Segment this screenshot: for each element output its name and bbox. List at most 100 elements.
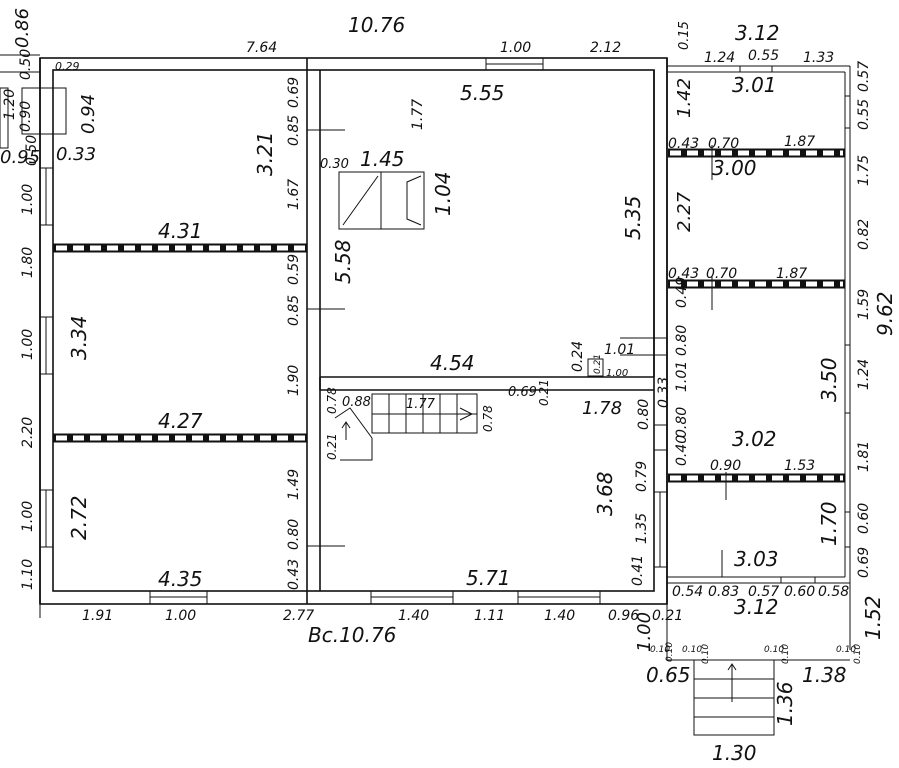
dim-label: 2.77 <box>283 608 314 624</box>
dim-label: 3.21 <box>253 131 277 176</box>
dim-label: 2.12 <box>590 40 621 56</box>
dimension-labels: 10.76 7.64 1.00 2.12 0.15 3.12 1.24 0.55… <box>0 8 897 765</box>
dimension-lines <box>0 54 851 650</box>
dim-label: 0.43 <box>668 136 699 152</box>
dim-label: 0.70 <box>708 136 739 152</box>
partitions <box>53 148 845 483</box>
dim-label: 0.10 <box>701 644 711 664</box>
dim-label: 0.80 <box>674 407 690 438</box>
dim-label: 2.27 <box>674 191 695 232</box>
dim-label: 1.91 <box>82 608 113 624</box>
dim-label: 0.60 <box>856 503 872 534</box>
dim-label: 2.72 <box>67 495 91 540</box>
dim-label: 5.35 <box>621 195 645 240</box>
dim-label: 1.40 <box>398 608 429 624</box>
dim-label: 0.41 <box>630 555 646 586</box>
dim-label: 1.90 <box>286 365 302 396</box>
dim-label: 1.87 <box>784 134 815 150</box>
dim-label: 0.43 <box>668 266 699 282</box>
dim-label: 0.10 <box>836 645 856 655</box>
dim-label: 1.00 <box>20 501 36 532</box>
dim-label: 0.70 <box>706 266 737 282</box>
dim-label: 0.95 <box>0 147 40 168</box>
dim-label: 0.90 <box>710 458 741 474</box>
dim-label: 1.01 <box>674 361 690 392</box>
dim-label: 1.70 <box>817 501 841 546</box>
dim-label: 1.80 <box>20 247 36 278</box>
dim-label: 3.00 <box>712 156 757 180</box>
dim-label: 1.11 <box>474 608 505 624</box>
dim-label: 0.55 <box>748 48 779 64</box>
dim-label: 0.69 <box>286 77 302 108</box>
dim-label: 0.24 <box>570 341 586 372</box>
dim-label: 5.71 <box>466 566 511 590</box>
dim-label: 0.54 <box>672 584 703 600</box>
stove <box>338 171 425 230</box>
dim-label: 1.00 <box>20 184 36 215</box>
dim-label: 1.52 <box>861 595 885 640</box>
dim-label: 1.20 <box>2 89 18 120</box>
dim-label: 0.58 <box>818 584 849 600</box>
dim-label: 0.78 <box>325 387 339 414</box>
dim-label: 4.54 <box>430 351 475 375</box>
dim-label: 0.10 <box>781 644 791 664</box>
dim-label: 3.34 <box>67 315 91 360</box>
dim-label: 1.00 <box>500 40 531 56</box>
dim-label: 3.01 <box>732 73 777 97</box>
dim-label: 0.94 <box>78 94 99 134</box>
dim-label: 0.10 <box>650 645 670 655</box>
dim-label: 0.85 <box>286 115 302 146</box>
dim-label: 1.49 <box>286 469 302 500</box>
dim-label: 0.49 <box>674 277 690 308</box>
dim-label: 1.00 <box>606 368 628 379</box>
dim-label: 1.87 <box>776 266 807 282</box>
dim-label: 7.64 <box>246 40 277 56</box>
dim-label: 0.78 <box>481 405 495 432</box>
dim-label: 1.45 <box>360 147 405 171</box>
dim-label: 5.55 <box>460 81 505 105</box>
dim-label: 1.00 <box>20 329 36 360</box>
dim-label: 0.80 <box>636 399 652 430</box>
dim-label: 4.35 <box>158 567 203 591</box>
dim-label: 1.59 <box>856 289 872 320</box>
dim-label: 0.80 <box>674 325 690 356</box>
dim-label: 3.12 <box>734 595 779 619</box>
dim-label: 0.10 <box>853 644 863 664</box>
dim-label: 0.57 <box>856 61 872 92</box>
dim-label: 5.58 <box>331 239 355 284</box>
dim-label: 4.27 <box>158 409 203 433</box>
dim-label: 0.15 <box>677 21 692 50</box>
dim-label: 1.00 <box>165 608 196 624</box>
dim-label: 1.77 <box>410 99 426 130</box>
dim-label: 1.01 <box>604 342 635 358</box>
windows <box>39 57 851 605</box>
dim-label: 0.80 <box>286 519 302 550</box>
dim-label: 0.21 <box>652 608 683 624</box>
dim-label: 0.96 <box>608 608 639 624</box>
dim-label: 0.10 <box>682 645 702 655</box>
dim-label: 3.12 <box>735 21 780 45</box>
dim-label: 0.33 <box>56 144 96 165</box>
dim-label: 0.21 <box>325 433 339 460</box>
dim-label: 0.40 <box>674 435 690 466</box>
dim-label: 0.88 <box>342 395 371 410</box>
stairs <box>334 393 478 461</box>
dim-label: 1.33 <box>803 50 834 66</box>
dim-label: 1.10 <box>20 559 36 590</box>
dim-label: 9.62 <box>873 291 897 336</box>
dim-label: 1.40 <box>544 608 575 624</box>
dim-label: 0.50 <box>18 49 34 80</box>
dim-label: 0.79 <box>634 461 650 492</box>
dim-label: 1.00 <box>634 612 655 652</box>
dim-label: 1.81 <box>856 441 872 472</box>
dim-label: 0.30 <box>320 157 349 172</box>
dim-label: 1.24 <box>704 50 735 66</box>
dim-label: 1.77 <box>406 397 436 412</box>
dim-label: 1.67 <box>286 179 302 210</box>
dim-label: 0.69 <box>856 547 872 578</box>
dim-label: 0.10 <box>764 645 784 655</box>
dim-label: 0.50 <box>24 135 40 166</box>
dim-label: 1.04 <box>431 171 455 216</box>
dim-label: 1.38 <box>802 663 847 687</box>
